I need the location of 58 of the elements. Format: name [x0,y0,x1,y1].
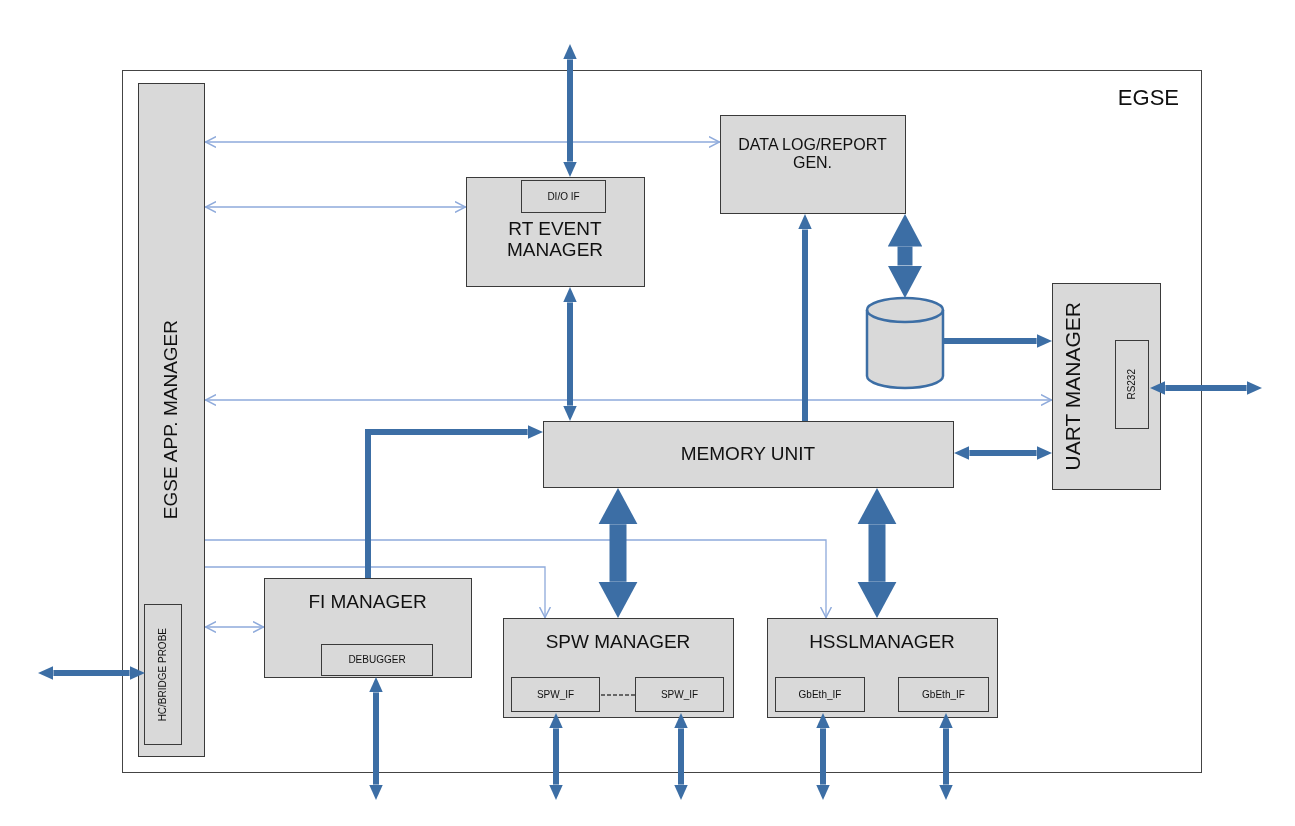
node-label: GbEth_IF [922,688,965,701]
arrow [39,666,144,680]
node-label: GbEth_IF [798,688,842,701]
arrow [1151,381,1261,395]
node-label: FI MANAGER [308,590,427,613]
arrow [204,201,467,213]
node-label: HC/BRIDGE PROBE [157,627,169,722]
interface-box [898,677,989,712]
arrow [204,539,832,619]
node-label: RT EVENT MANAGER [505,217,605,262]
arrow [674,714,688,799]
node-label: UART MANAGER [1060,301,1085,471]
database-cylinder [865,297,944,388]
process-box [719,114,906,214]
node-label: SPW_IF [536,688,575,701]
arrow [549,714,563,799]
arrow [563,45,577,176]
arrow [888,214,922,298]
node-label: EGSE APP. MANAGER [160,319,182,520]
arrow [939,714,953,799]
process-box [502,617,734,718]
node-label: SPW MANAGER [545,630,691,653]
arrow [944,334,1051,348]
interface-box [321,644,433,676]
arrow [955,446,1051,460]
interface-box [511,677,600,712]
node-label: DI/O IF [547,190,580,203]
process-box [766,617,998,718]
arrow [365,425,542,578]
probe-box [144,604,182,745]
process-box [465,176,645,287]
interface-box [1115,340,1149,429]
interface-box [635,677,724,712]
arrow [369,678,383,799]
node-label: MEMORY UNIT [680,443,816,465]
interface-box [775,677,865,712]
app-manager-panel [137,82,205,757]
interface-box [521,180,606,213]
process-box [1051,282,1161,490]
memory-box [542,420,954,488]
node-label: HSSLMANAGER [809,630,955,653]
arrow [858,488,896,618]
process-box [263,577,472,678]
node-label: SPW_IF [660,688,699,701]
arrow [563,288,577,420]
system-boundary [122,70,1202,773]
arrow [204,566,551,619]
dashed-connector [600,694,637,696]
arrow [816,714,830,799]
arrow [204,394,1053,406]
node-label: DATA LOG/REPORT GEN. [737,135,888,173]
node-label: DEBUGGER [348,654,406,666]
node-label: EGSE [1117,85,1179,111]
node-label: RS232 [1126,369,1138,400]
arrow [204,136,721,148]
arrow [599,488,637,618]
arrow [204,621,265,633]
arrow [798,215,812,421]
